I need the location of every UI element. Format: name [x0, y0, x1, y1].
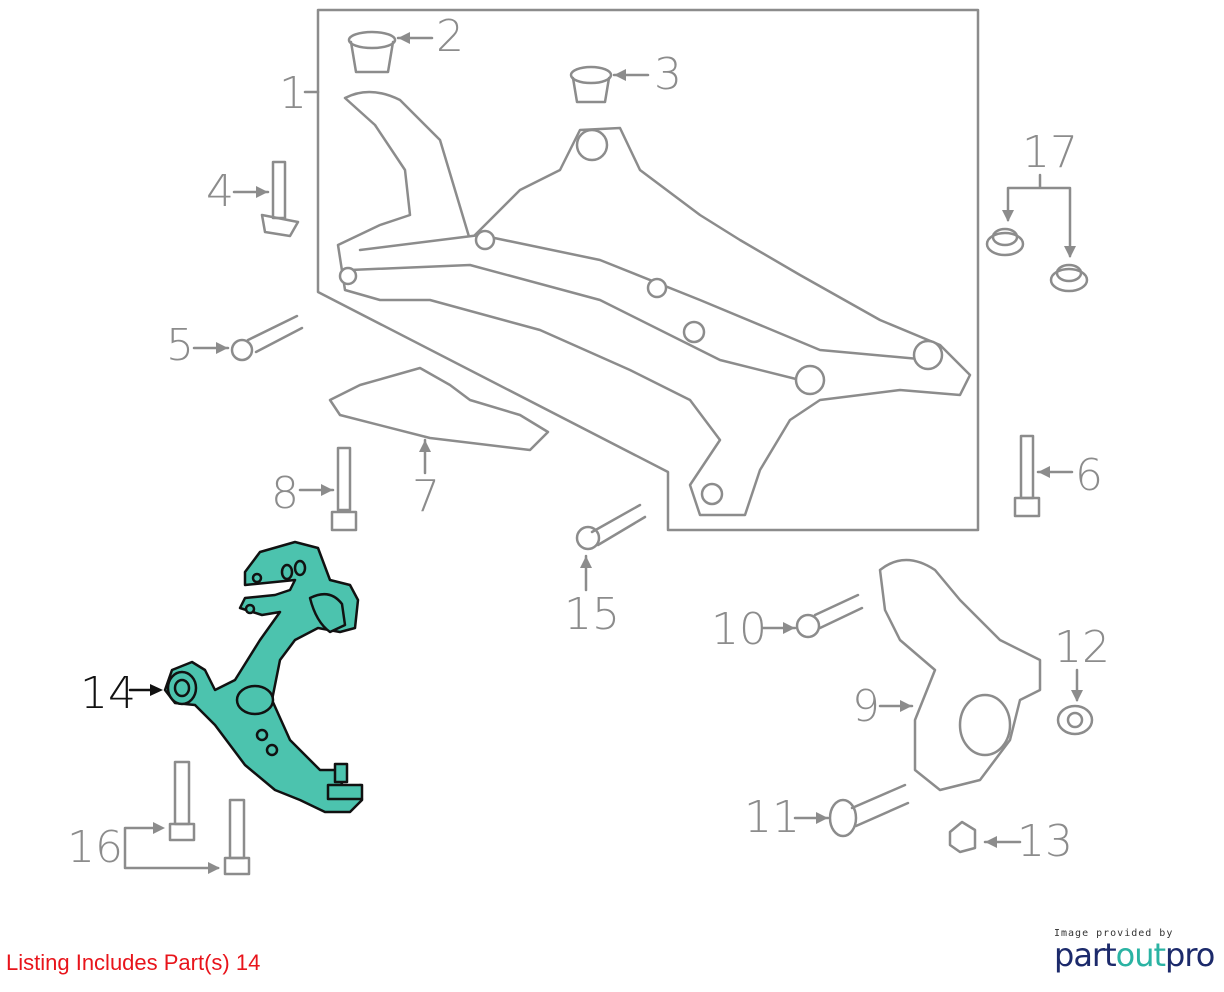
- bolt-part-6: [1013, 434, 1041, 518]
- callout-10: 10: [711, 604, 767, 655]
- knuckle-part-9: [878, 558, 1042, 792]
- nut-part-17a: [985, 227, 1025, 257]
- nut-part-17b: [1049, 263, 1089, 293]
- bracket-part-7: [328, 366, 550, 452]
- callout-15: 15: [564, 589, 620, 640]
- bolt-part-15: [575, 503, 647, 551]
- logo-pro: pro: [1165, 936, 1215, 974]
- callout-14: 14: [80, 668, 136, 719]
- bushing-part-2: [347, 30, 397, 74]
- logo-part: part: [1054, 936, 1117, 974]
- partoutpro-logo: Image provided by partoutpro: [1054, 928, 1215, 974]
- callout-4: 4: [206, 166, 234, 217]
- callout-3: 3: [654, 49, 682, 100]
- control-arm-part-14: [163, 540, 364, 814]
- callout-2: 2: [436, 11, 464, 62]
- bolt-part-10: [795, 593, 864, 639]
- callout-16: 16: [67, 822, 123, 873]
- nut-part-13: [948, 820, 977, 854]
- stud-part-4: [260, 160, 300, 238]
- callout-12: 12: [1054, 622, 1110, 673]
- callout-5: 5: [166, 320, 194, 371]
- callout-1: 1: [279, 68, 307, 119]
- callout-7: 7: [412, 471, 440, 522]
- bolt-part-16a: [168, 760, 196, 842]
- callout-11: 11: [744, 792, 800, 843]
- nut-part-12: [1056, 704, 1094, 736]
- logo-caption: Image provided by: [1054, 928, 1174, 939]
- logo-out: out: [1115, 936, 1166, 974]
- callout-8: 8: [271, 468, 299, 519]
- subframe-group-frame: [316, 8, 980, 532]
- bushing-part-3: [569, 65, 613, 104]
- callout-9: 9: [852, 681, 880, 732]
- callout-13: 13: [1017, 816, 1073, 867]
- listing-includes-text: Listing Includes Part(s) 14: [6, 950, 261, 975]
- callout-17: 17: [1022, 127, 1078, 178]
- subframe-part-1: [336, 90, 972, 517]
- logo-wordmark: partoutpro: [1054, 936, 1215, 974]
- bolt-part-16b: [223, 798, 251, 876]
- bolt-part-11: [828, 783, 910, 838]
- callout-6: 6: [1075, 450, 1103, 501]
- bolt-part-5: [230, 314, 304, 362]
- bolt-part-8: [330, 446, 358, 532]
